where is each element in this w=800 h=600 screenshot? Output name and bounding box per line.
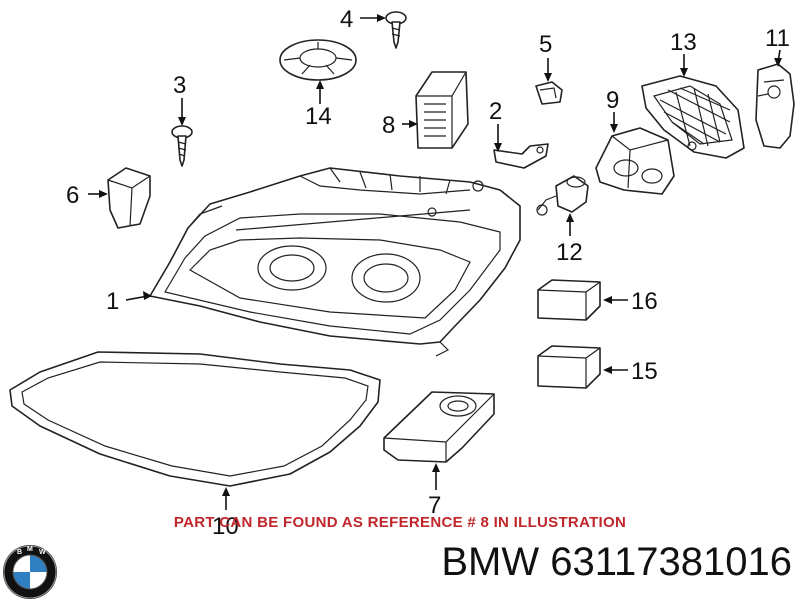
control-unit (383, 391, 495, 463)
callout-3: 3 (173, 72, 186, 99)
bulb-box-15 (537, 345, 601, 389)
screw-3 (171, 125, 193, 167)
svg-text:M: M (27, 546, 33, 553)
callout-7: 7 (428, 492, 441, 519)
callout-12: 12 (556, 239, 583, 266)
callout-4: 4 (340, 6, 353, 33)
adjuster-unit (595, 127, 675, 195)
callout-11: 11 (765, 25, 790, 52)
svg-text:B: B (17, 549, 22, 556)
callout-16: 16 (631, 288, 658, 315)
spring-clip (535, 81, 563, 105)
part-number: 63117381016 (550, 540, 792, 584)
callout-6: 6 (66, 182, 79, 209)
svg-text:W: W (39, 549, 46, 556)
callout-14: 14 (305, 103, 332, 130)
callout-2: 2 (489, 98, 502, 125)
callout-1: 1 (106, 288, 119, 315)
bulb-box-16 (537, 279, 601, 321)
housing-cover (641, 75, 745, 159)
callout-9: 9 (606, 87, 619, 114)
screw-4 (385, 11, 407, 49)
headlight-lens (9, 351, 381, 487)
callout-13: 13 (670, 29, 697, 56)
callout-10: 10 (212, 513, 239, 540)
headlight-housing (149, 167, 521, 357)
ballast-module (415, 71, 469, 149)
callout-5: 5 (539, 31, 552, 58)
reference-note: PART CAN BE FOUND AS REFERENCE # 8 IN IL… (173, 514, 627, 531)
bmw-logo: B M W (3, 545, 57, 599)
bulb (536, 175, 589, 216)
metal-bracket (493, 143, 549, 169)
connector (107, 167, 151, 229)
leader-lines (88, 14, 782, 510)
brand-name: BMW (441, 540, 540, 584)
callout-8: 8 (382, 112, 395, 139)
part-number-line: BMW 63117381016 (410, 540, 792, 585)
callout-15: 15 (631, 358, 658, 385)
mount-bracket (755, 63, 795, 149)
rubber-grommet (279, 39, 357, 81)
